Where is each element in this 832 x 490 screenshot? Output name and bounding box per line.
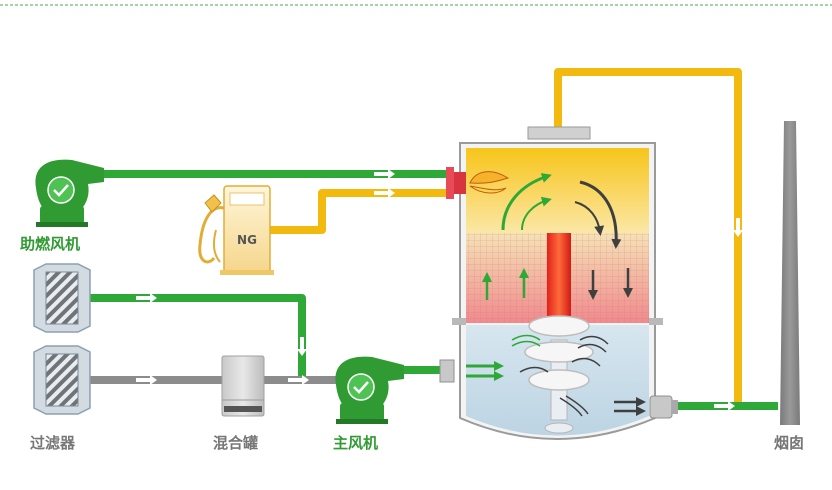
flow-arrows-white — [136, 169, 743, 411]
chimney-label: 烟囱 — [774, 434, 805, 452]
swirl-marks — [511, 334, 609, 417]
tower-outlet — [614, 395, 678, 419]
main-fan-label: 主风机 — [333, 434, 379, 452]
combustion-fan — [35, 159, 105, 227]
filter-lower — [33, 345, 91, 415]
bed-flow-arrows — [482, 268, 633, 300]
exhaust-pipe-yellow — [554, 68, 742, 405]
treatment-tower — [452, 126, 663, 440]
filter-label: 过滤器 — [30, 434, 76, 452]
gas-pump — [198, 185, 274, 275]
filter-green-pipe — [86, 294, 306, 376]
chamber-flow-arrows — [501, 173, 622, 249]
gas-pipe-yellow — [268, 189, 446, 234]
combustion-fan-label: 助燃风机 — [20, 235, 81, 253]
gas-pump-label: NG — [237, 233, 257, 247]
filter-upper — [33, 263, 91, 333]
tower-inlet — [439, 359, 504, 383]
mixing-tank-label: 混合罐 — [213, 434, 259, 452]
main-fan — [335, 356, 404, 424]
mixing-tank — [221, 355, 265, 417]
burner — [446, 167, 510, 199]
chimney — [780, 121, 800, 425]
